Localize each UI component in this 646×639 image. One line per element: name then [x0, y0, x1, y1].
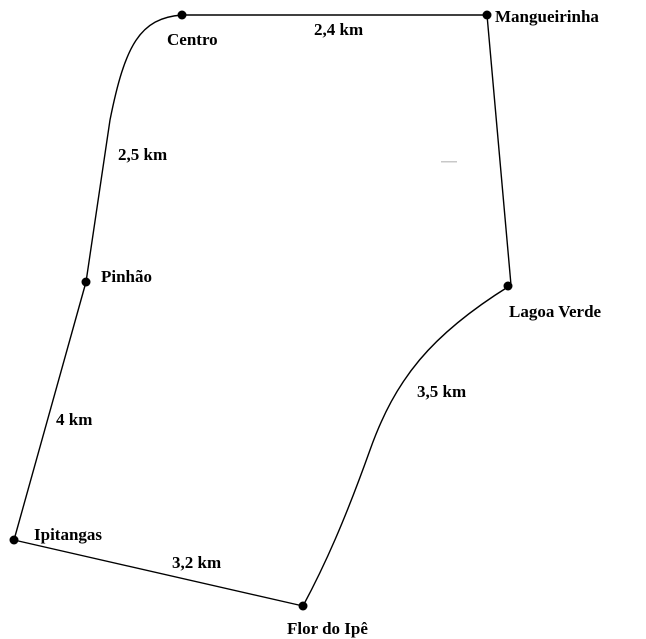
ipitangas-label: Ipitangas	[34, 525, 102, 544]
flor-do-ipe-label: Flor do Ipê	[287, 619, 368, 638]
speck-mark	[441, 161, 457, 163]
centro-dot	[177, 10, 187, 20]
road-flor-do-ipe-ipitangas	[13, 539, 304, 607]
distance-pinhao-ipitangas: 4 km	[56, 410, 92, 429]
distance-ipitangas-flor-do-ipe: 3,2 km	[172, 553, 221, 572]
road-pinhao-centro	[85, 14, 183, 283]
centro-label: Centro	[167, 30, 218, 49]
road-lagoa-verde-flor-do-ipe	[302, 284, 512, 607]
road-mangueirinha-lagoa-verde	[486, 14, 512, 286]
lagoa-verde-dot	[503, 281, 513, 291]
mangueirinha-dot	[482, 10, 492, 20]
lagoa-verde-label: Lagoa Verde	[509, 302, 602, 321]
ipitangas-dot	[9, 535, 19, 545]
road-ipitangas-pinhao	[13, 281, 87, 541]
distance-flor-do-ipe-lagoa-verde: 3,5 km	[417, 382, 466, 401]
distance-centro-pinhao: 2,5 km	[118, 145, 167, 164]
mangueirinha-label: Mangueirinha	[495, 7, 599, 26]
pinhao-dot	[81, 277, 91, 287]
distance-centro-mangueirinha: 2,4 km	[314, 20, 363, 39]
pinhao-label: Pinhão	[101, 267, 152, 286]
flor-do-ipe-dot	[298, 601, 308, 611]
